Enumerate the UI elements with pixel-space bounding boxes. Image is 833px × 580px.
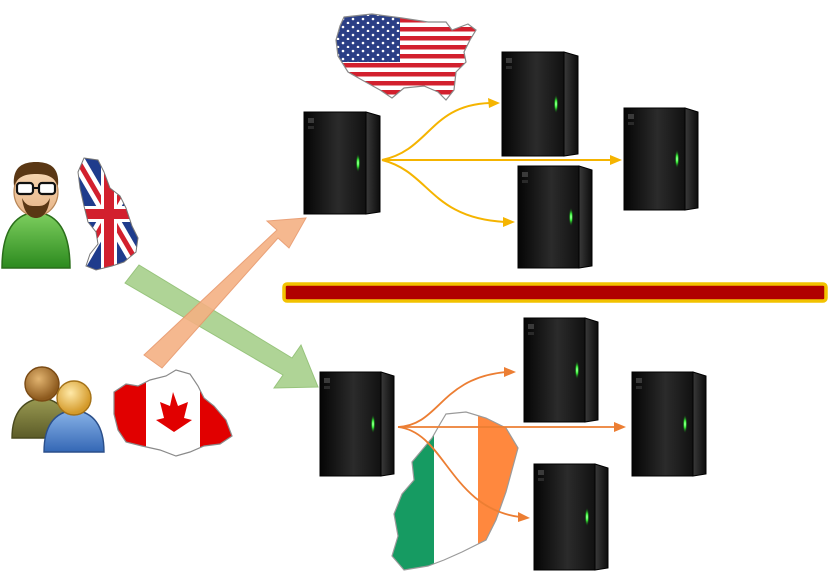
server-status-light [355,154,361,172]
arrow-canada-to-usa [143,217,307,369]
ireland-arrowheads [504,367,626,522]
server-tower-icon [623,107,699,211]
server-tower-icon [533,463,609,571]
server-group [303,51,707,571]
bearded-user-with-glasses-icon [1,162,71,269]
usa-arrowheads [488,98,622,227]
server-tower-icon [517,165,593,269]
server-status-light [674,150,680,168]
user-group-icon [11,366,105,453]
ireland-flag-map-icon [391,411,519,571]
server-tower-icon [501,51,579,157]
server-tower-icon [303,111,381,215]
server-status-light [553,95,559,113]
region-divider-bar [282,282,828,303]
canada-flag-map-icon [113,369,233,457]
server-status-light [568,208,574,226]
usa-routing-arrows [381,102,612,223]
usa-flag-map-icon [335,13,477,101]
uk-flag-map-icon [77,157,139,271]
server-tower-icon [631,371,707,477]
server-status-light [584,508,590,526]
arrow-uk-to-ireland [124,264,319,389]
server-status-light [370,415,376,433]
server-tower-icon [523,317,599,423]
server-status-light [682,415,688,433]
ireland-routing-arrows [397,371,616,518]
server-tower-icon [319,371,395,477]
server-status-light [574,361,580,379]
